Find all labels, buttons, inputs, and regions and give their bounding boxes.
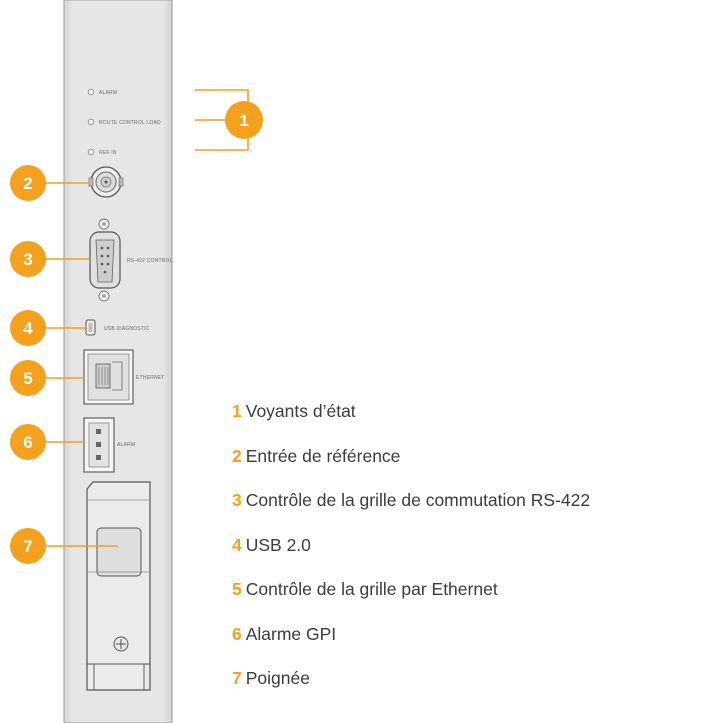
alarm-led-label: ALARM — [99, 90, 117, 96]
callout-number-1: 1 — [239, 111, 248, 130]
legend-number: 6 — [232, 623, 242, 644]
ref-led-label: REF IN — [99, 150, 117, 156]
callout-badge-6 — [10, 424, 46, 460]
gpi-alarm-terminal: ALARM — [83, 417, 135, 473]
leader-1-bottom — [195, 134, 249, 151]
legend-text: USB 2.0 — [245, 534, 311, 555]
legend-number: 2 — [232, 445, 242, 466]
callout-number-3: 3 — [23, 250, 32, 269]
legend-number: 1 — [232, 401, 242, 421]
callout-number-4: 4 — [23, 319, 33, 338]
callout-badge-4 — [10, 310, 46, 346]
callout-number-6: 6 — [23, 433, 32, 452]
legend-number: 5 — [232, 579, 242, 599]
status-led — [87, 118, 95, 126]
ref-led — [87, 148, 95, 156]
legend-text: Contrôle de la grille par Ethernet — [245, 579, 498, 599]
handle — [86, 481, 151, 691]
legend-text: Contrôle de la grille de commutation RS-… — [245, 490, 591, 510]
callout-badge-1 — [225, 101, 263, 139]
ethernet-label: ETHERNET — [136, 375, 165, 381]
legend-text: Poignée — [245, 668, 310, 688]
legend-text: Entrée de référence — [245, 445, 401, 466]
callout-badge-2 — [10, 165, 46, 201]
bnc-reference-connector — [88, 166, 124, 198]
status-led-label: ROUTE CONTROL LOAD — [99, 120, 161, 126]
alarm-led — [87, 88, 95, 96]
legend-number: 3 — [232, 490, 242, 510]
callout-number-2: 2 — [23, 174, 32, 193]
callout-badges: 1 2 3 4 5 6 7 — [10, 101, 263, 564]
legend-number: 4 — [232, 534, 242, 555]
rs422-connector: RS-422 CONTROL — [89, 218, 173, 302]
legend-number: 7 — [232, 668, 242, 688]
callout-badge-7 — [10, 528, 46, 564]
status-leds: ALARM ROUTE CONTROL LOAD REF IN — [87, 88, 161, 156]
legend-text: Voyants d’état — [245, 401, 356, 421]
rs422-label: RS-422 CONTROL — [127, 258, 173, 264]
leader-1-top — [195, 89, 249, 106]
legend-text: Alarme GPI — [245, 623, 337, 644]
leader-lines — [44, 89, 249, 547]
callout-number-7: 7 — [23, 537, 32, 556]
gpi-label: ALARM — [117, 442, 135, 448]
callout-number-5: 5 — [23, 369, 32, 388]
ethernet-connector: ETHERNET — [83, 349, 165, 405]
usb-label: USB DIAGNOSTIC — [104, 326, 150, 332]
callout-badge-3 — [10, 241, 46, 277]
callout-badge-5 — [10, 360, 46, 396]
